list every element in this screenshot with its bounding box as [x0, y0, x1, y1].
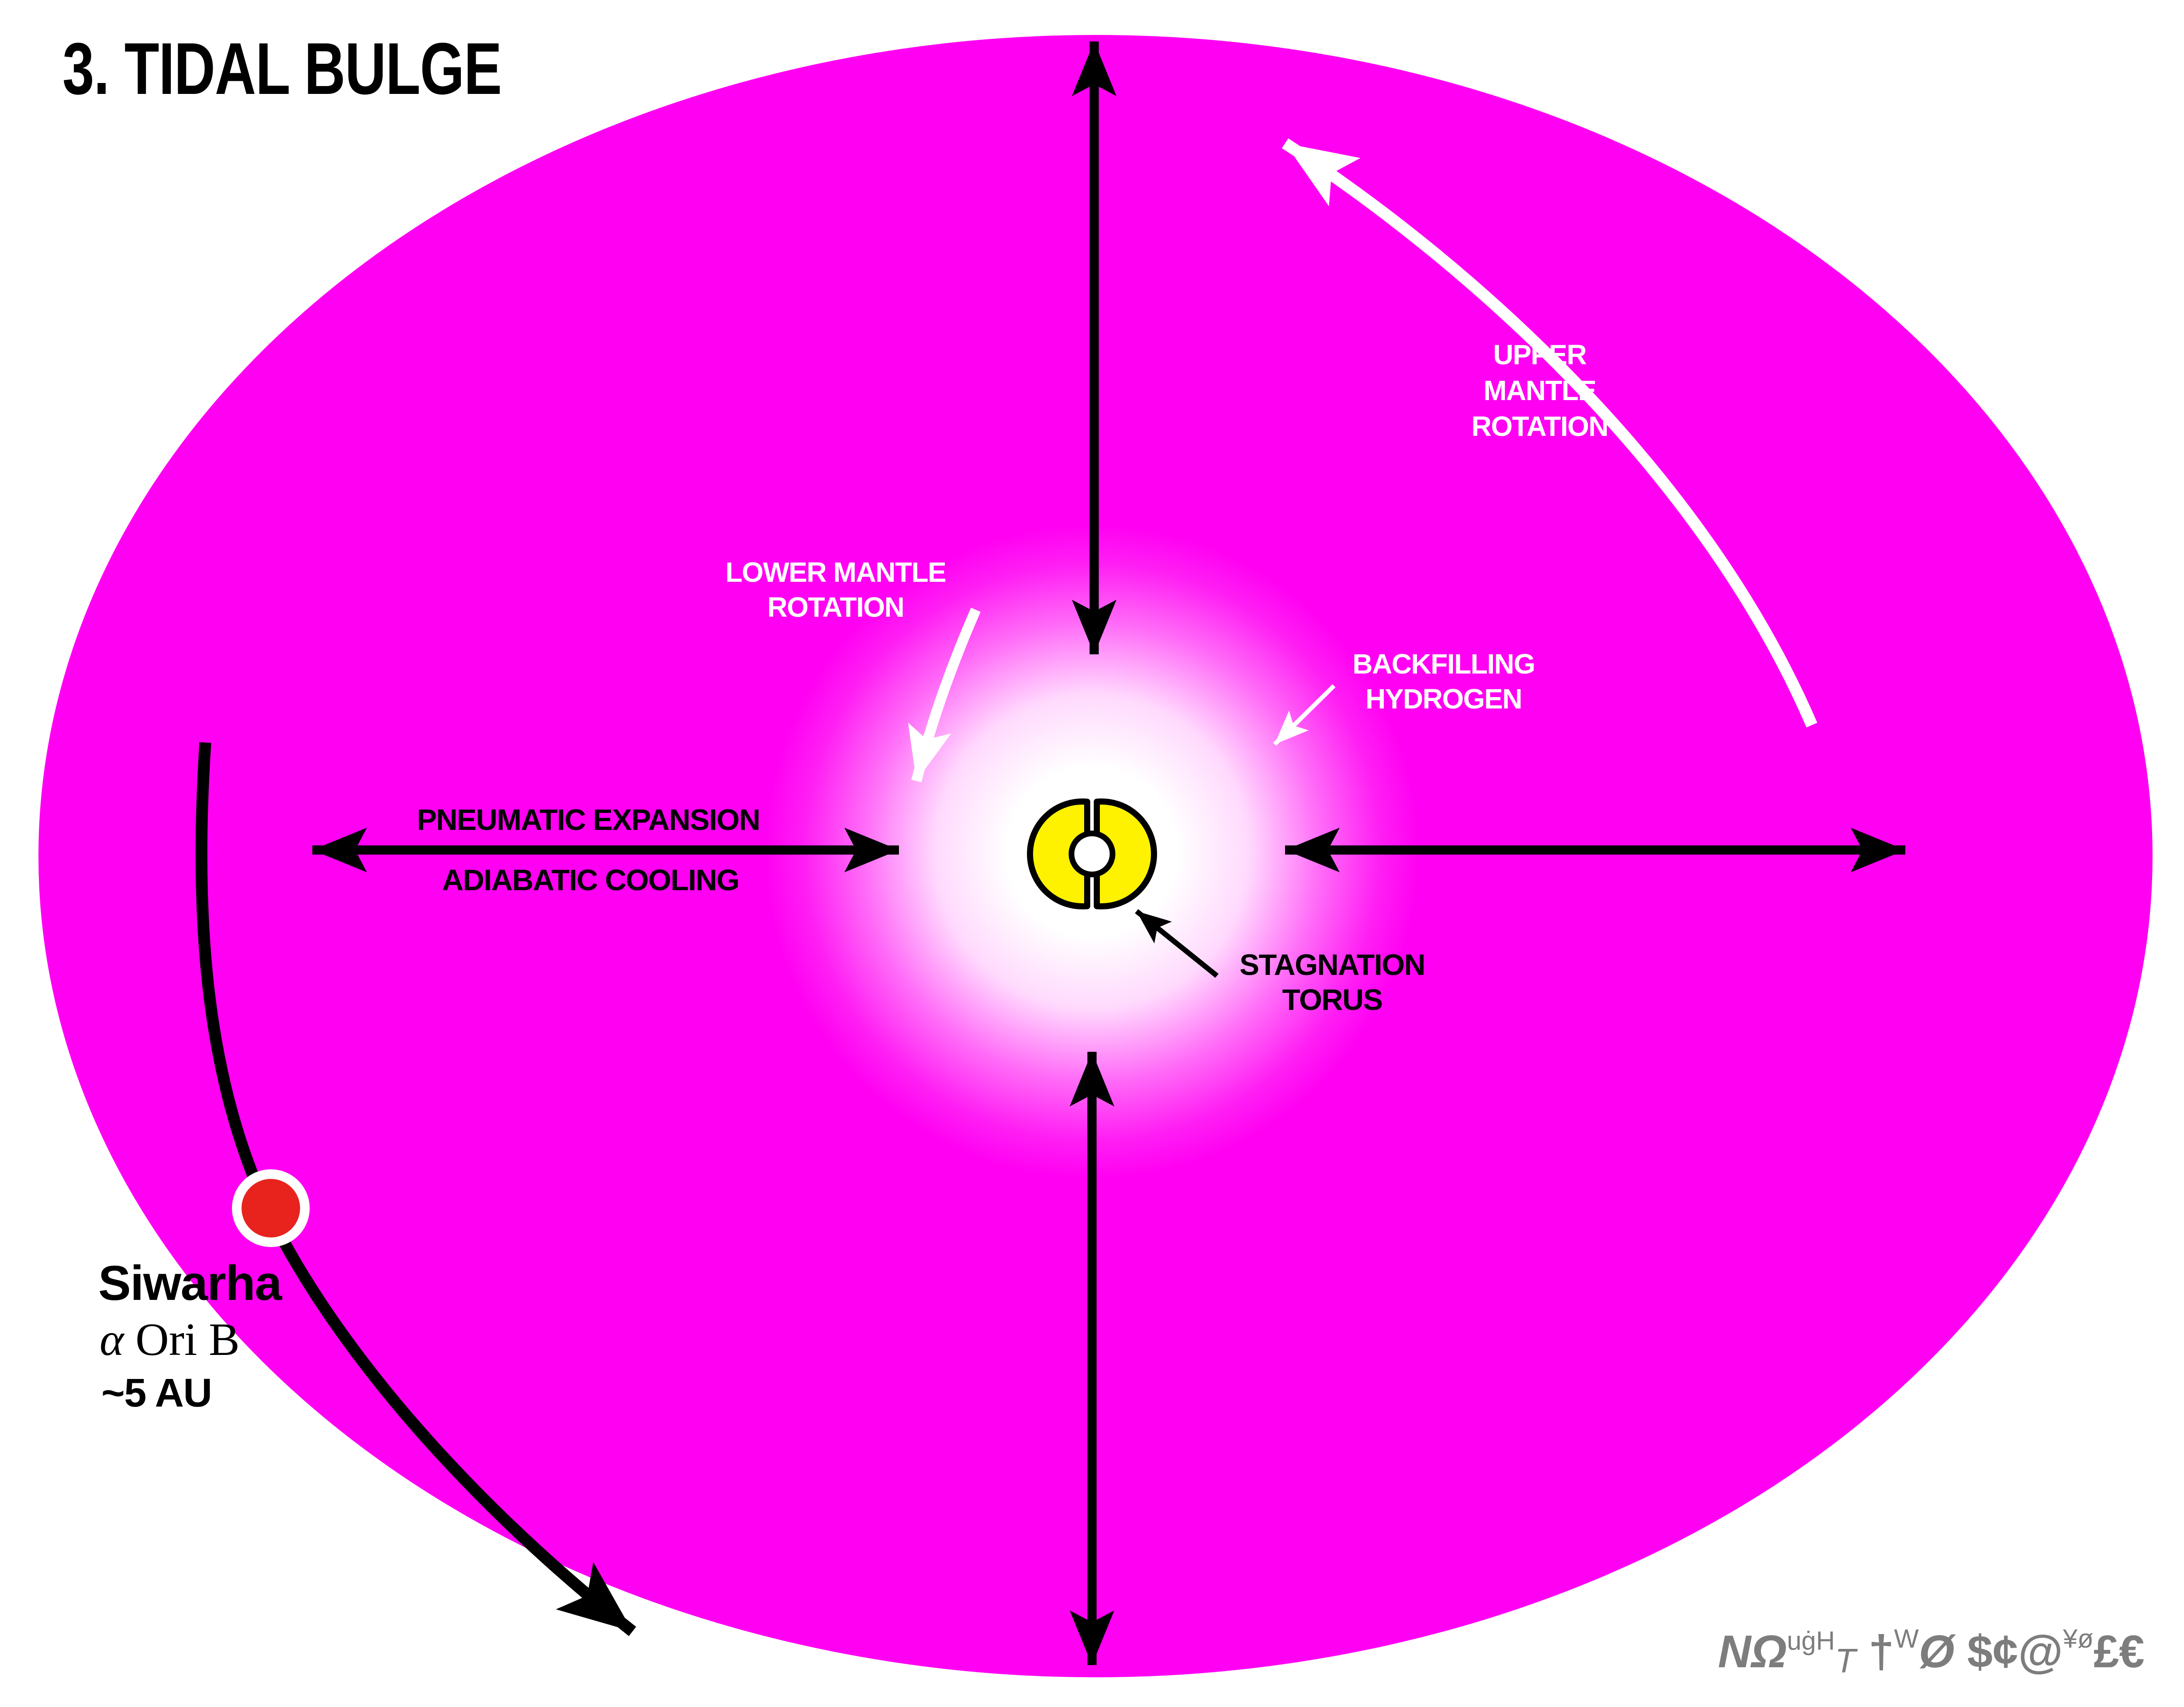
signature-seg4: † — [1856, 1626, 1894, 1677]
torus-hole — [1068, 830, 1116, 878]
upper-mantle-line2: MANTLE — [1483, 375, 1596, 406]
signature-seg6: Ø — [1919, 1626, 1956, 1677]
backfilling-hydrogen-label: BACKFILLING HYDROGEN — [1352, 648, 1535, 715]
diagram-title: 3. TIDAL BULGE — [62, 28, 501, 110]
lower-mantle-rotation-arrow — [908, 608, 981, 782]
companion-designation: α Ori B — [100, 1314, 240, 1365]
torus-right-half — [1094, 798, 1157, 909]
backfilling-line2: HYDROGEN — [1365, 683, 1522, 715]
signature-seg8: ¥ø — [2063, 1624, 2094, 1653]
signature-seg5: W — [1894, 1624, 1919, 1653]
companion-planet-dot — [232, 1169, 310, 1247]
pneumatic-expansion-line1: PNEUMATIC EXPANSION — [417, 803, 760, 836]
signature-seg3: T — [1835, 1641, 1858, 1680]
companion-label: Siwarha α Ori B ~5 AU — [98, 1256, 283, 1415]
upper-mantle-rotation-arrow — [1282, 138, 1818, 728]
stagnation-line2: TORUS — [1282, 983, 1382, 1016]
lower-mantle-line2: ROTATION — [767, 591, 904, 623]
artist-signature: NΩuġHT †WØ $¢@¥ø£€ — [1718, 1624, 2145, 1680]
upper-mantle-line1: UPPER — [1493, 339, 1586, 370]
backfilling-line1: BACKFILLING — [1352, 648, 1534, 680]
companion-distance: ~5 AU — [101, 1371, 211, 1415]
stagnation-line1: STAGNATION — [1240, 948, 1425, 981]
companion-name: Siwarha — [98, 1256, 282, 1310]
signature-seg1: NΩ — [1718, 1626, 1787, 1677]
adiabatic-cooling-line2: ADIABATIC COOLING — [442, 864, 739, 897]
signature-seg2: uġH — [1787, 1626, 1835, 1655]
lower-mantle-rotation-label: LOWER MANTLE ROTATION — [726, 556, 947, 623]
companion-designation-rest: Ori B — [124, 1314, 240, 1365]
upper-mantle-rotation-label: UPPER MANTLE ROTATION — [1472, 339, 1609, 442]
stagnation-torus — [1027, 798, 1157, 909]
upper-mantle-line3: ROTATION — [1472, 411, 1608, 442]
stagnation-torus-pointer — [1135, 909, 1219, 978]
signature-seg7: $¢@ — [1954, 1626, 2063, 1677]
companion-designation-alpha: α — [100, 1314, 125, 1365]
stagnation-torus-label: STAGNATION TORUS — [1240, 948, 1426, 1016]
signature-seg9: £€ — [2094, 1626, 2145, 1677]
backfilling-hydrogen-pointer — [1273, 684, 1336, 746]
lower-mantle-line1: LOWER MANTLE — [726, 556, 946, 588]
torus-left-half — [1027, 798, 1090, 909]
pneumatic-expansion-label: PNEUMATIC EXPANSION ADIABATIC COOLING — [417, 803, 760, 897]
